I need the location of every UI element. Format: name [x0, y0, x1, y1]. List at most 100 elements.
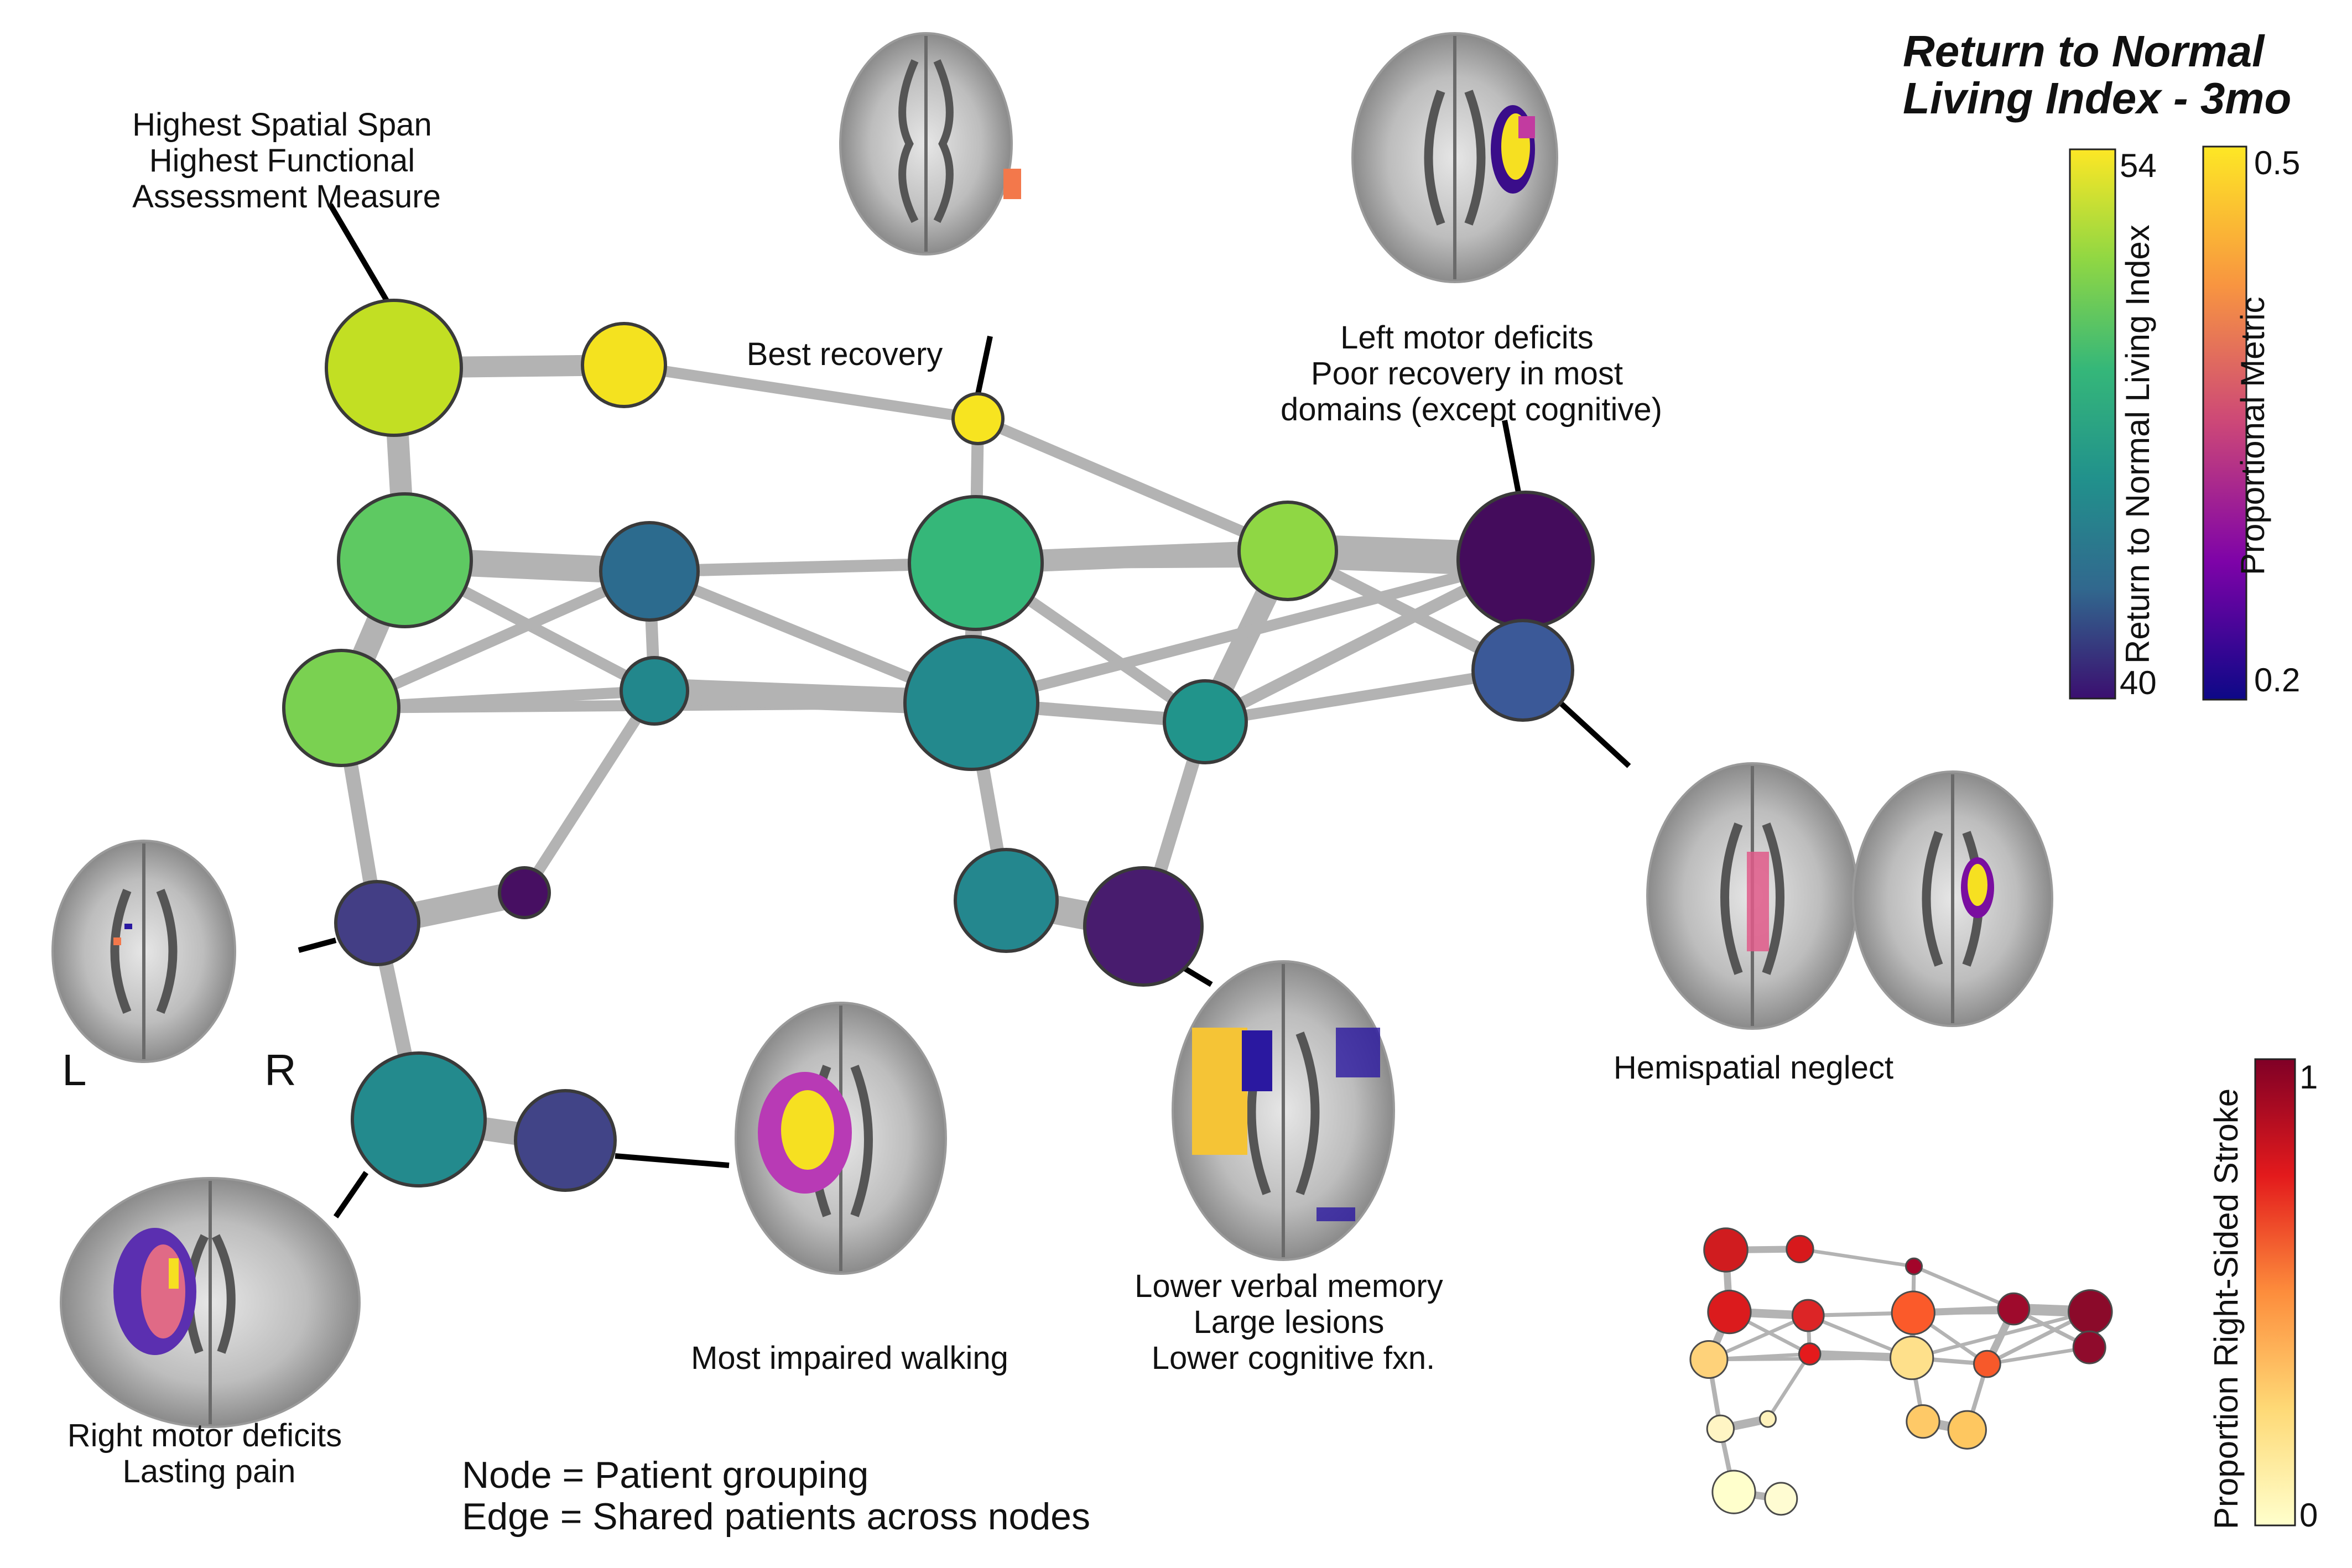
- colorbar-proportional: 0.5 0.2 Proportional Metric: [2202, 144, 2300, 701]
- leader-line: [975, 335, 993, 395]
- colorbar-right-sided-gradient: [2254, 1058, 2296, 1527]
- brain-slice-best-recovery: [839, 32, 1021, 256]
- annotation-verbal-memory: Lower verbal memory Large lesions Lower …: [1135, 1268, 1452, 1376]
- brain-slice-neglect-1: [1646, 762, 1859, 1030]
- annotation-best-recovery: Best recovery: [747, 336, 943, 372]
- inset-network-edge: [1798, 1247, 1916, 1268]
- network-node: [1083, 866, 1204, 987]
- inset-network-node: [1703, 1227, 1749, 1273]
- leader-line: [615, 1153, 730, 1168]
- network-nodes: [282, 299, 1595, 1192]
- inset-network-edge: [1909, 1310, 2093, 1360]
- annotation-line: Lower verbal memory: [1135, 1268, 1443, 1304]
- network-node: [514, 1089, 617, 1192]
- network-node: [337, 492, 473, 628]
- leader-line: [333, 1171, 369, 1218]
- network-node: [581, 322, 667, 408]
- network-node: [620, 656, 689, 726]
- leader-line: [1558, 700, 1631, 768]
- inset-network-node: [1798, 1342, 1822, 1366]
- brain-slice-left-motor: [1351, 32, 1558, 283]
- network-edge: [519, 685, 660, 898]
- colorbar-rnli-label: Return to Normal Living Index: [2119, 225, 2156, 664]
- brain-slice-neglect-2: [1852, 770, 2053, 1027]
- colorbar-right-sided-min: 0: [2299, 1497, 2318, 1534]
- inset-network-nodes: [1689, 1227, 2113, 1516]
- inset-network-node: [1707, 1289, 1752, 1335]
- network-node: [351, 1051, 487, 1187]
- colorbar-rnli: 54 40 Return to Normal Living Index: [2069, 147, 2157, 701]
- footer-node-definition: Node = Patient grouping: [462, 1454, 868, 1496]
- inset-network-node: [1786, 1234, 1814, 1264]
- annotation-line: Poor recovery in most: [1311, 356, 1623, 392]
- colorbar-rnli-gradient: [2069, 148, 2116, 700]
- inset-network-node: [2068, 1289, 2113, 1335]
- annotation-line: Best recovery: [747, 336, 943, 372]
- leader-line: [1182, 965, 1213, 987]
- network-node: [1456, 491, 1595, 629]
- network-edge: [972, 413, 1293, 556]
- colorbar-rnli-max: 54: [2120, 147, 2157, 184]
- inset-network-node: [1973, 1350, 2001, 1378]
- network-node: [903, 635, 1039, 771]
- inset-network-node: [1689, 1340, 1729, 1379]
- leader-lines: [298, 203, 1631, 1218]
- colorbar-right-sided-max: 1: [2299, 1059, 2318, 1096]
- network-node: [951, 392, 1005, 445]
- network-node: [1237, 501, 1338, 601]
- network-edge: [966, 554, 1531, 709]
- network-node: [954, 848, 1059, 953]
- annotation-top-left: Highest Spatial Span Highest Functional …: [132, 107, 441, 215]
- footer-edge-definition: Edge = Shared patients across nodes: [462, 1496, 1090, 1538]
- network-node: [334, 880, 420, 966]
- annotation-line: Right motor deficits: [67, 1418, 342, 1454]
- annotation-line: domains (except cognitive): [1281, 392, 1662, 428]
- brain-slice-right-motor-coronal: [60, 1177, 361, 1428]
- annotation-line: Assessment Measure: [132, 179, 441, 215]
- network-node: [282, 649, 400, 767]
- brain-slice-right-motor-axial: [51, 840, 236, 1063]
- annotation-line: Left motor deficits: [1340, 320, 1594, 356]
- annotation-line: Highest Spatial Span: [132, 107, 432, 143]
- inset-network-edge: [1985, 1345, 2091, 1366]
- annotation-line: Lower cognitive fxn.: [1152, 1340, 1435, 1376]
- colorbar-right-sided: 1 0 Proportion Right-Sided Stroke: [2208, 1058, 2318, 1534]
- figure-title: Return to Normal Living Index - 3mo: [1903, 27, 2291, 123]
- leader-line: [327, 203, 390, 303]
- inset-network-node: [1759, 1410, 1777, 1428]
- network-node: [498, 866, 551, 919]
- network-node: [325, 299, 463, 437]
- title-line: Return to Normal: [1903, 27, 2265, 76]
- inset-network-node: [2072, 1330, 2106, 1364]
- colorbar-rnli-min: 40: [2120, 664, 2157, 701]
- network-node: [599, 521, 700, 622]
- annotation-walking: Most impaired walking: [691, 1340, 1008, 1376]
- annotation-left-motor: Left motor deficits Poor recovery in mos…: [1281, 320, 1662, 428]
- colorbar-proportional-max: 0.5: [2254, 144, 2300, 181]
- annotation-line: Most impaired walking: [691, 1340, 1008, 1376]
- annotation-line: Lasting pain: [123, 1454, 296, 1489]
- annotation-neglect: Hemispatial neglect: [1614, 1050, 1893, 1086]
- network-edge: [1200, 665, 1528, 727]
- network-node: [1163, 679, 1248, 764]
- colorbar-proportional-min: 0.2: [2254, 661, 2300, 699]
- annotation-line: Hemispatial neglect: [1614, 1050, 1893, 1086]
- network-node: [1471, 619, 1574, 722]
- leader-line: [298, 937, 337, 953]
- title-line: Living Index - 3mo: [1903, 74, 2291, 123]
- inset-network-node: [1706, 1414, 1735, 1443]
- network-edge: [618, 360, 984, 424]
- brain-slice-verbal-memory: [1172, 960, 1395, 1261]
- colorbar-proportional-label: Proportional Metric: [2234, 296, 2271, 575]
- brain-slice-walking: [735, 1002, 947, 1275]
- inset-network-edge: [1766, 1352, 1812, 1421]
- inset-network-node: [1906, 1404, 1940, 1439]
- inset-network-node: [1997, 1292, 2031, 1326]
- inset-network-node: [1890, 1335, 1934, 1381]
- inset-network-edge: [1912, 1264, 2016, 1311]
- inset-network-node: [1711, 1470, 1756, 1514]
- inset-network-node: [1947, 1410, 1987, 1450]
- inset-network-node: [1891, 1290, 1935, 1335]
- colorbar-right-sided-label: Proportion Right-Sided Stroke: [2208, 1088, 2245, 1529]
